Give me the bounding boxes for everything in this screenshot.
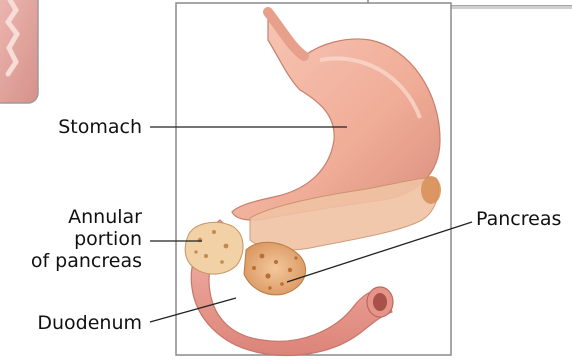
pancreas-label: Pancreas	[476, 208, 561, 230]
annular-pancreas-label: Annular portion of pancreas	[0, 206, 142, 272]
thumbnail-image	[0, 0, 38, 103]
annular-pancreas	[185, 222, 243, 274]
duodenum-label: Duodenum	[0, 312, 142, 334]
stomach-label: Stomach	[0, 116, 142, 138]
annular-label-line2: portion	[0, 228, 142, 250]
annular-label-line3: of pancreas	[0, 250, 142, 272]
annular-label-line1: Annular	[0, 206, 142, 228]
